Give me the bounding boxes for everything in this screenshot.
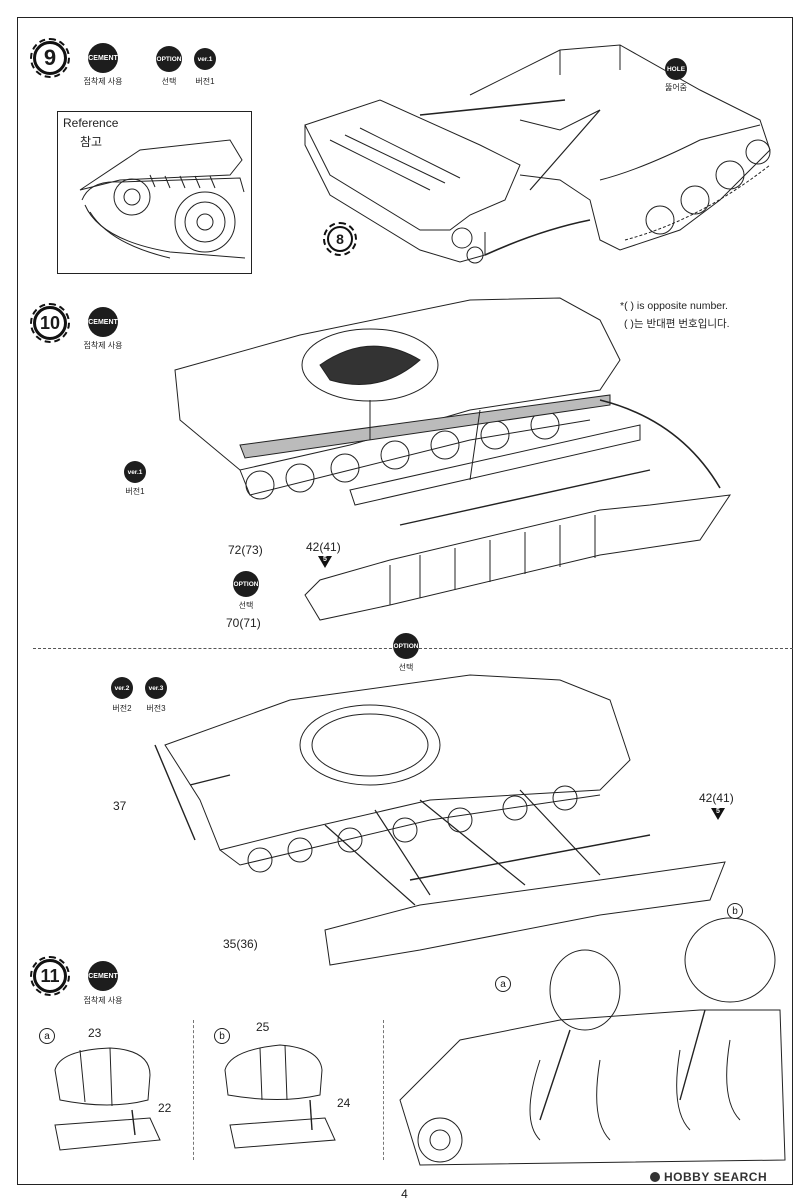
version-3-icon: ver.3 bbox=[145, 677, 167, 699]
step-10-number: 10 bbox=[30, 303, 70, 343]
version-2-icon: ver.2 bbox=[111, 677, 133, 699]
version-1-caption: 버전1 bbox=[195, 77, 215, 86]
sub-step-b-marker: b bbox=[727, 903, 743, 919]
part-label-24: 24 bbox=[337, 1096, 351, 1110]
part-label-22: 22 bbox=[158, 1101, 172, 1115]
option-icon: OPTION bbox=[393, 633, 419, 659]
hole-caption: 뚫어줌 bbox=[664, 83, 688, 92]
reference-title: Reference bbox=[63, 116, 119, 130]
reference-subtitle: 참고 bbox=[80, 135, 103, 149]
hole-icon: HOLE bbox=[665, 58, 687, 80]
option-drawing bbox=[154, 674, 726, 966]
version-1-caption: 버전1 bbox=[125, 487, 145, 496]
watermark: HOBBY SEARCH bbox=[650, 1170, 767, 1184]
opposite-number-note-korean: ( )는 반대편 번호입니다. bbox=[624, 318, 730, 330]
step9-drawing bbox=[304, 44, 771, 264]
option-caption: 선택 bbox=[398, 663, 414, 672]
part-label-25: 25 bbox=[256, 1020, 270, 1034]
cement-caption: 접착제 사용 bbox=[83, 341, 123, 350]
part-label-37: 37 bbox=[113, 799, 127, 813]
version-1-icon: ver.1 bbox=[124, 461, 146, 483]
part-label-35-36: 35(36) bbox=[223, 937, 258, 951]
cement-icon: CEMENT bbox=[88, 43, 118, 73]
option-icon: OPTION bbox=[233, 571, 259, 597]
step11-a-drawing bbox=[54, 1047, 161, 1151]
step-11-number: 11 bbox=[30, 956, 70, 996]
reference-box bbox=[57, 111, 252, 274]
part-label-23: 23 bbox=[88, 1026, 102, 1040]
watermark-logo-icon bbox=[650, 1172, 660, 1182]
step10-drawing bbox=[174, 297, 732, 621]
part-8-marker: 8 bbox=[323, 222, 357, 256]
step11-hull-drawing bbox=[399, 917, 786, 1166]
cement-icon: CEMENT bbox=[88, 307, 118, 337]
part-label-42-41: 42(41) bbox=[699, 791, 734, 805]
option-caption: 선택 bbox=[161, 77, 177, 86]
page-ref-marker: 5 bbox=[318, 556, 332, 568]
part-label-42-41: 42(41) bbox=[306, 540, 341, 554]
version-2-caption: 버전2 bbox=[112, 704, 132, 713]
sub-step-b-marker: b bbox=[214, 1028, 230, 1044]
cement-caption: 접착제 사용 bbox=[83, 996, 123, 1005]
sub-step-a-marker: a bbox=[495, 976, 511, 992]
cement-caption: 접착제 사용 bbox=[83, 77, 123, 86]
step-9-number: 9 bbox=[30, 38, 70, 78]
version-1-icon: ver.1 bbox=[194, 48, 216, 70]
sub-step-divider bbox=[193, 1020, 194, 1160]
cement-icon: CEMENT bbox=[88, 961, 118, 991]
option-caption: 선택 bbox=[238, 601, 254, 610]
sub-step-divider bbox=[383, 1020, 384, 1160]
step11-b-drawing bbox=[224, 1044, 336, 1149]
sub-step-a-marker: a bbox=[39, 1028, 55, 1044]
version-3-caption: 버전3 bbox=[146, 704, 166, 713]
part-label-70-71: 70(71) bbox=[226, 616, 261, 630]
page-frame bbox=[17, 17, 793, 1185]
page-ref-marker: 5 bbox=[711, 808, 725, 820]
page-number: 4 bbox=[401, 1187, 408, 1201]
reference-drawing bbox=[79, 139, 246, 259]
part-label-72-73: 72(73) bbox=[228, 543, 263, 557]
opposite-number-note: *( ) is opposite number. bbox=[620, 300, 728, 312]
option-icon: OPTION bbox=[156, 46, 182, 72]
